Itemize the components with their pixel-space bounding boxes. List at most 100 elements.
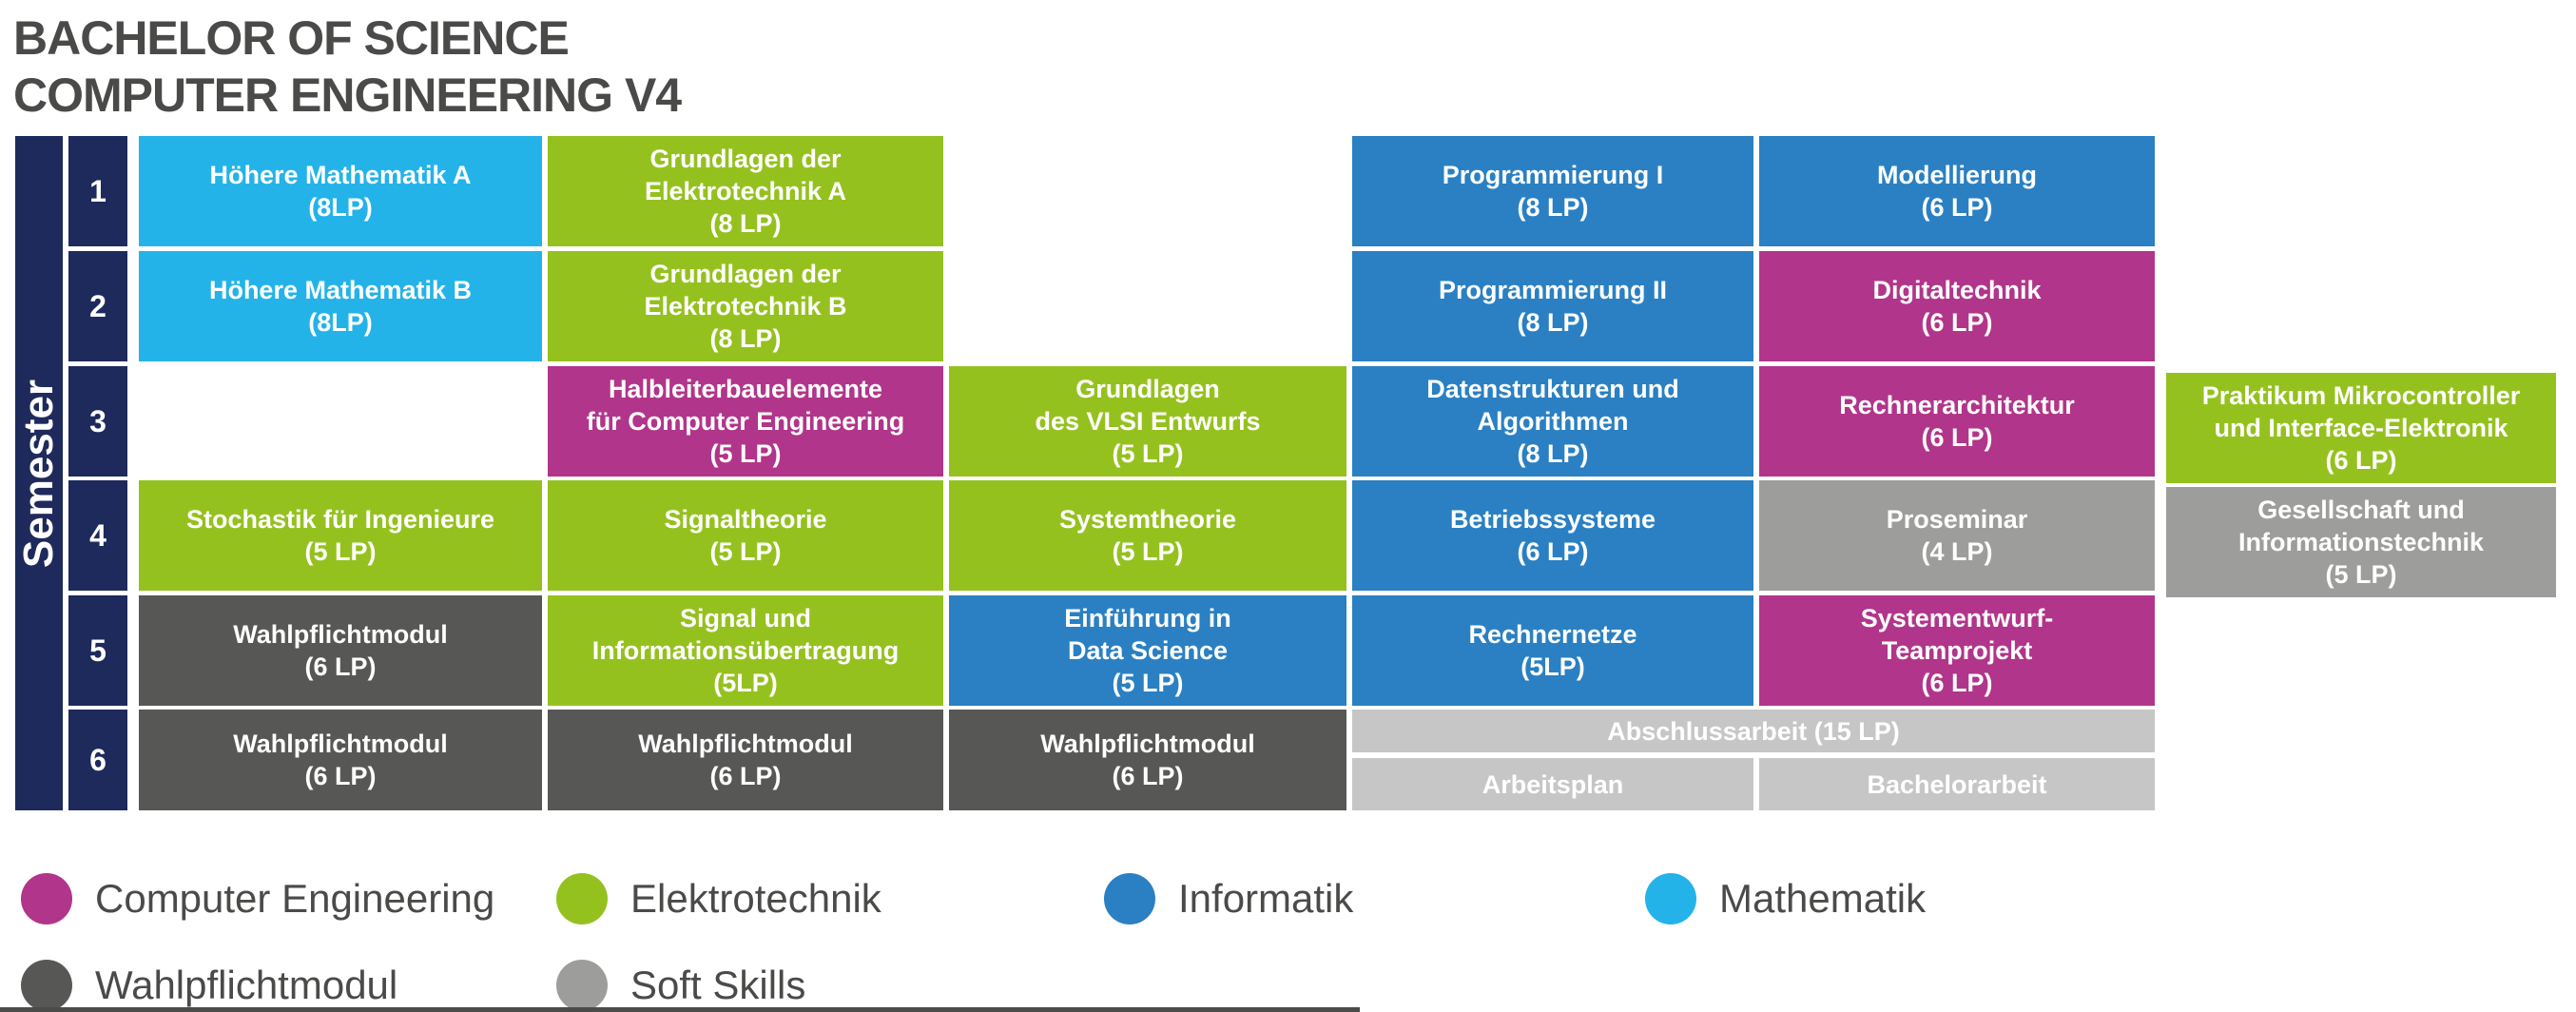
module-text-line: Höhere Mathematik B <box>208 276 473 304</box>
module-text-line: Elektrotechnik B <box>644 292 847 321</box>
module-text-line: (6 LP) <box>304 652 377 681</box>
semester-number: 1 <box>68 136 127 246</box>
legend-label: Elektrotechnik <box>630 876 881 921</box>
module-text-line: für Computer Engineering <box>586 407 905 436</box>
legend-label: Soft Skills <box>630 963 806 1007</box>
module-cell: Betriebssysteme(6 LP) <box>1352 480 1753 591</box>
module-text-line: (8LP) <box>308 193 373 222</box>
module-text-line: Programmierung I <box>1442 161 1664 189</box>
thesis-header-cell: Abschlussarbeit (15 LP) <box>1352 710 2155 752</box>
module-text-line: (8 LP) <box>1517 439 1589 468</box>
module-text-line: Wahlpflichtmodul <box>638 730 853 758</box>
module-cell: Rechnernetze(5LP) <box>1352 595 1753 706</box>
module-cell: Proseminar (4 LP) <box>1759 480 2155 591</box>
legend-item-wahlpflichtmodul: Wahlpflichtmodul <box>21 960 397 1011</box>
module-text-line: Systemtheorie <box>1058 505 1237 534</box>
module-text-line: Teamprojekt <box>1881 636 2033 665</box>
module-text-line: (5 LP) <box>1112 669 1184 697</box>
module-text-line: (6 LP) <box>1921 308 1993 337</box>
module-text-line: (6 LP) <box>1112 762 1184 790</box>
module-text-line: Datenstrukturen und <box>1426 375 1679 403</box>
title-line-2: COMPUTER ENGINEERING V4 <box>13 68 682 122</box>
module-text-line: (5 LP) <box>1112 537 1184 566</box>
semester-number: 6 <box>68 710 127 810</box>
module-cell: Signaltheorie(5 LP) <box>548 480 943 591</box>
module-text-line: Data Science <box>1067 636 1229 665</box>
module-cell: Wahlpflichtmodul (6 LP) <box>548 710 943 810</box>
module-cell: Höhere Mathematik B (8LP) <box>139 251 542 361</box>
module-text-line: Praktikum Mikrocontroller <box>2201 381 2521 410</box>
module-text-line: (6 LP) <box>709 762 782 790</box>
module-text-line: des VLSI Entwurfs <box>1035 407 1261 436</box>
module-text-line: Digitaltechnik <box>1872 276 2042 304</box>
module-text-line: (5 LP) <box>709 537 782 566</box>
semester-number: 5 <box>68 595 127 706</box>
module-text-line: (5 LP) <box>709 439 782 468</box>
module-text-line: Einführung in <box>1064 604 1231 632</box>
module-text-line: Grundlagen <box>1075 375 1220 403</box>
module-cell: Systemtheorie (5 LP) <box>949 480 1346 591</box>
module-cell: Höhere Mathematik A (8LP) <box>139 136 542 246</box>
module-text-line: und Interface-Elektronik <box>2214 414 2508 442</box>
semester-axis-label: Semester <box>15 379 63 568</box>
module-text-line: Modellierung <box>1877 161 2037 189</box>
legend-item-soft_skills: Soft Skills <box>556 960 805 1011</box>
module-text-line: Proseminar <box>1886 505 2028 534</box>
module-text-line: Signal und <box>680 604 811 632</box>
module-text-line: Grundlagen der <box>649 260 842 288</box>
module-text-line: (8 LP) <box>1517 193 1589 222</box>
legend-label: Informatik <box>1178 876 1354 921</box>
module-cell: Stochastik für Ingenieure (5 LP) <box>139 480 542 591</box>
module-text-line: Stochastik für Ingenieure <box>185 505 495 534</box>
legend-item-computer_engineering: Computer Engineering <box>21 873 494 924</box>
module-text-line: Höhere Mathematik A <box>209 161 472 189</box>
thesis-part-cell: Arbeitsplan <box>1352 758 1753 810</box>
bottom-cut-line <box>0 1007 1360 1012</box>
module-text-line: (4 LP) <box>1921 537 1993 566</box>
module-cell: Wahlpflichtmodul (6 LP) <box>949 710 1346 810</box>
module-text-line: Halbleiterbauelemente <box>608 375 883 403</box>
module-cell: Rechnerarchitektur(6 LP) <box>1759 366 2155 477</box>
semester-number: 2 <box>68 251 127 361</box>
module-text-line: (8 LP) <box>709 209 782 238</box>
module-text-line: Rechnerarchitektur <box>1839 391 2075 419</box>
module-text-line: (8LP) <box>308 308 373 337</box>
module-text-line: Informationstechnik <box>2237 528 2485 556</box>
semester-axis-band: Semester <box>15 136 63 810</box>
module-text-line: (5LP) <box>1520 652 1585 681</box>
semester-number: 3 <box>68 366 127 477</box>
module-cell: Digitaltechnik (6 LP) <box>1759 251 2155 361</box>
module-text-line: (6 LP) <box>2325 446 2397 475</box>
module-cell: Halbleiterbauelemente für Computer Engine… <box>548 366 943 477</box>
module-text-line: Grundlagen der <box>649 145 842 173</box>
legend-item-mathematik: Mathematik <box>1645 873 1926 924</box>
legend-color-dot <box>21 960 72 1011</box>
module-text-line: Elektrotechnik A <box>644 177 847 205</box>
legend-item-informatik: Informatik <box>1104 873 1353 924</box>
module-text-line: Algorithmen <box>1477 407 1629 436</box>
module-text-line: Wahlpflichtmodul <box>233 620 448 649</box>
module-text-line: (5 LP) <box>2325 560 2397 589</box>
module-text-line: Informationsübertragung <box>591 636 900 665</box>
module-text-line: Systementwurf- <box>1860 604 2054 632</box>
module-text-line: (5 LP) <box>304 537 377 566</box>
module-text-line: (6 LP) <box>1517 537 1589 566</box>
legend-label: Computer Engineering <box>95 876 495 921</box>
legend-color-dot <box>21 873 72 924</box>
page-title: BACHELOR OF SCIENCE COMPUTER ENGINEERING… <box>13 10 682 124</box>
module-text-line: (8 LP) <box>709 324 782 353</box>
module-cell: Programmierung II(8 LP) <box>1352 251 1753 361</box>
module-cell: Wahlpflichtmodul(6 LP) <box>139 710 542 810</box>
module-text-line: Wahlpflichtmodul <box>1040 730 1255 758</box>
thesis-part-cell: Bachelorarbeit <box>1759 758 2155 810</box>
legend-color-dot <box>1645 873 1696 924</box>
title-line-1: BACHELOR OF SCIENCE <box>13 11 570 65</box>
module-text-line: (6 LP) <box>1921 193 1993 222</box>
module-text-line: Programmierung II <box>1438 276 1668 304</box>
legend-item-elektrotechnik: Elektrotechnik <box>556 873 881 924</box>
